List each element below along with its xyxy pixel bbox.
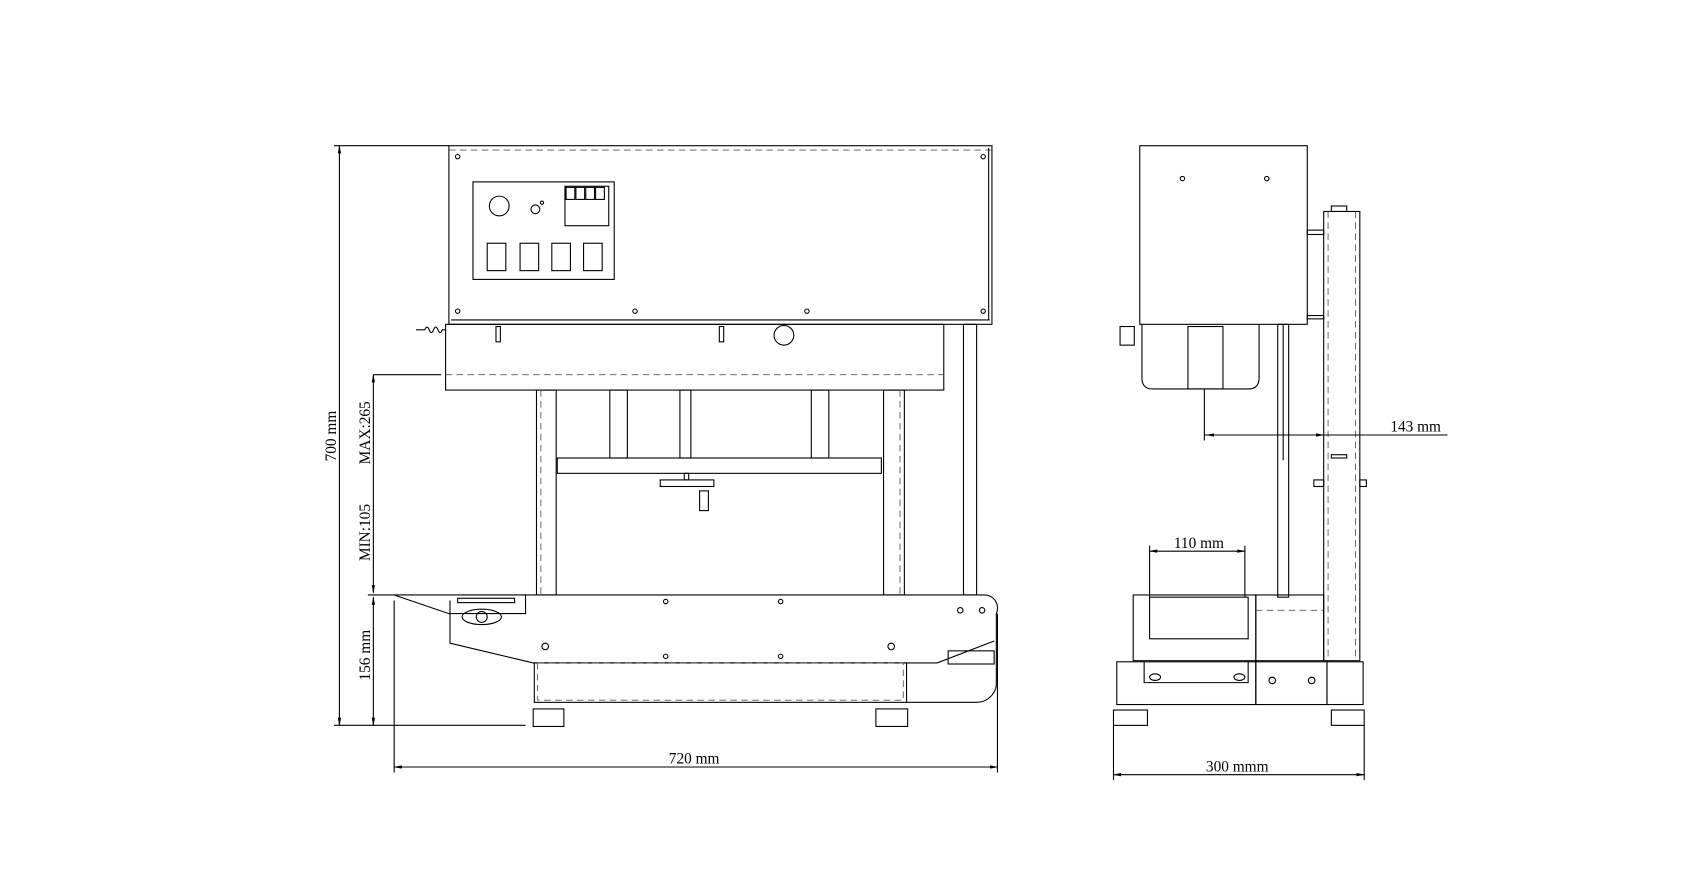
side-head [1141,324,1260,390]
offset-label: 143 mm [1390,419,1441,436]
indicator-light-icon [530,204,541,215]
roller-width-label: 110 mm [1174,535,1224,552]
front-view: 700 mm MAX:265 MIN:105 156 mm 720 mm [323,144,999,773]
infeed-tray [393,594,527,615]
display-unit [564,185,610,227]
dimension-lines [333,144,999,773]
conveyor-height-label: 156 mm [357,630,374,681]
power-knob-icon [488,195,510,217]
adjust-handle-icon [659,472,715,512]
side-base [1112,661,1365,726]
control-panel [472,181,615,280]
side-column [1313,205,1367,662]
max-label: MAX:265 [357,401,374,464]
width-label: 720 mm [669,751,720,768]
frame-posts [535,323,978,596]
screw-icons [454,153,986,314]
switch-icons [486,242,603,272]
roller-knob-icon [461,608,502,626]
height-label: 700 mm [323,411,340,462]
min-label: MIN:105 [357,504,374,561]
spring-icon [416,326,446,334]
sealing-head [416,323,945,391]
side-knob-icon [1119,325,1135,346]
side-view: 143 mm 110 mm 300 mmm [1112,145,1448,781]
conveyor [393,594,999,728]
depth-label: 300 mmm [1206,758,1269,775]
side-dimension-lines [1112,388,1448,781]
control-box [448,145,993,325]
